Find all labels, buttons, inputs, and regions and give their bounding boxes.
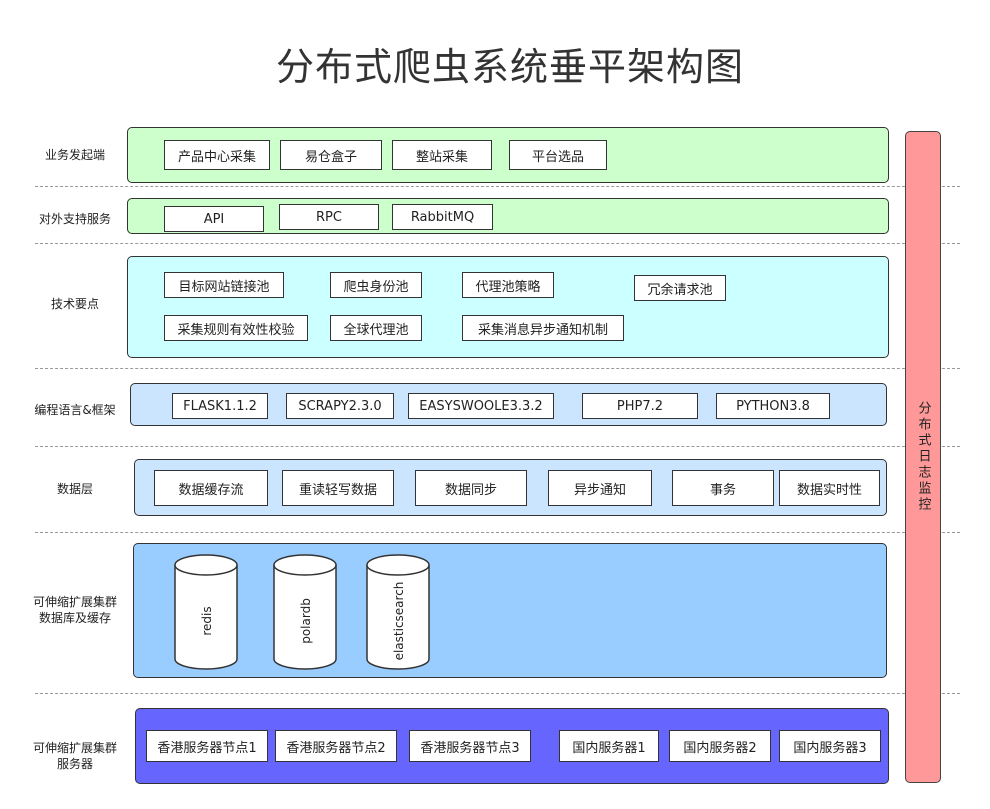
- layer-label-servers: 可伸缩扩展集群 服务器: [32, 741, 117, 771]
- layer-label-db: 可伸缩扩展集群 数据库及缓存: [32, 595, 117, 625]
- cylinder-label: redis: [200, 606, 214, 635]
- cylinder-label: polardb: [299, 598, 313, 644]
- layer-label-frameworks: 编程语言&框架: [34, 403, 116, 417]
- database-cylinder-polardb: polardb: [273, 554, 337, 670]
- database-cylinder-elasticsearch: elasticsearch: [366, 554, 430, 670]
- separator: [35, 186, 960, 187]
- tech-item: 冗余请求池: [634, 275, 726, 301]
- framework-item: PHP7.2: [582, 393, 698, 419]
- server-item: 香港服务器节点3: [409, 730, 531, 762]
- server-item: 香港服务器节点2: [275, 730, 397, 762]
- server-item: 国内服务器2: [669, 730, 771, 762]
- tech-item: 采集消息异步通知机制: [462, 315, 624, 341]
- tech-item: 目标网站链接池: [164, 272, 284, 298]
- database-cylinders: redis polardb elasticsearch: [174, 554, 430, 670]
- separator: [35, 243, 960, 244]
- tech-item: 爬虫身份池: [330, 272, 422, 298]
- data-item: 异步通知: [548, 470, 652, 506]
- tech-item: 全球代理池: [330, 315, 422, 341]
- separator: [35, 532, 960, 533]
- layer-label-external: 对外支持服务: [38, 212, 111, 226]
- external-item: RabbitMQ: [392, 204, 493, 230]
- server-item: 国内服务器1: [559, 730, 659, 762]
- framework-item: SCRAPY2.3.0: [286, 393, 394, 419]
- layer-label-tech: 技术要点: [50, 297, 99, 311]
- data-item: 数据同步: [415, 470, 527, 506]
- database-cylinder-redis: redis: [174, 554, 238, 670]
- data-item: 重读轻写数据: [282, 470, 394, 506]
- data-item: 事务: [672, 470, 774, 506]
- framework-item: EASYSWOOLE3.3.2: [408, 393, 554, 419]
- business-item: 产品中心采集: [164, 140, 270, 170]
- framework-item: FLASK1.1.2: [172, 393, 268, 419]
- layer-label-data: 数据层: [56, 482, 93, 496]
- external-item: API: [164, 206, 264, 232]
- framework-item: PYTHON3.8: [716, 393, 830, 419]
- layer-db: [133, 543, 887, 678]
- page-title: 分布式爬虫系统垂平架构图: [275, 45, 744, 89]
- separator: [35, 693, 960, 694]
- data-item: 数据实时性: [779, 470, 880, 506]
- separator: [35, 446, 960, 447]
- external-item: RPC: [279, 204, 379, 230]
- distributed-log-monitoring-panel: 分布式日志监控: [905, 131, 941, 783]
- log-monitoring-label: 分布式日志监控: [915, 401, 931, 513]
- business-item: 易仓盒子: [280, 140, 382, 170]
- business-item: 整站采集: [392, 140, 492, 170]
- tech-item: 代理池策略: [462, 272, 554, 298]
- server-item: 国内服务器3: [779, 730, 881, 762]
- data-item: 数据缓存流: [154, 470, 268, 506]
- separator: [35, 368, 960, 369]
- server-item: 香港服务器节点1: [146, 730, 268, 762]
- tech-item: 采集规则有效性校验: [164, 315, 308, 341]
- business-item: 平台选品: [509, 140, 607, 170]
- cylinder-label: elasticsearch: [392, 582, 406, 661]
- layer-label-business: 业务发起端: [44, 148, 105, 162]
